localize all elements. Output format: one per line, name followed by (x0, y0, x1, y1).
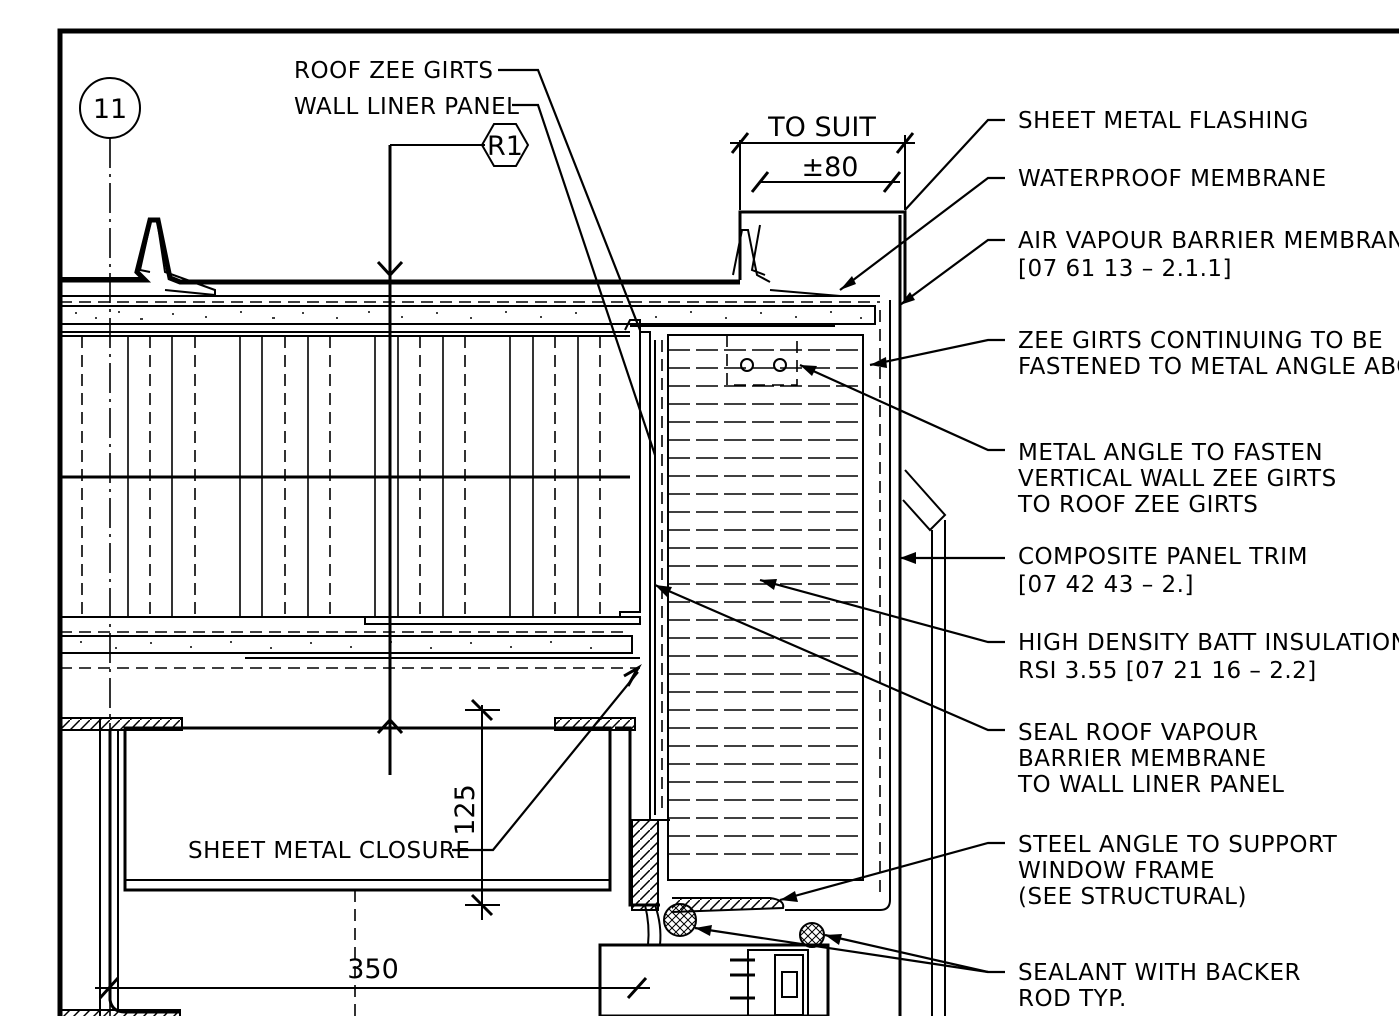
callout-seal-roof-vapour: SEAL ROOF VAPOUR BARRIER MEMBRANE TO WAL… (654, 583, 1284, 798)
callout-text: TO WALL LINER PANEL (1017, 772, 1284, 798)
callout-text: SEAL ROOF VAPOUR (1018, 720, 1259, 746)
dimension-to-suit-label: TO SUIT (767, 112, 876, 143)
section-cut-r1: R1 (376, 123, 530, 775)
drawing-border (57, 28, 1399, 1016)
steel-beam (59, 717, 660, 1016)
callout-text: METAL ANGLE TO FASTEN (1018, 440, 1323, 466)
callout-text: HIGH DENSITY BATT INSULATION (1018, 630, 1399, 656)
callout-text: BARRIER MEMBRANE (1018, 746, 1267, 772)
dimension-125-label: 125 (450, 784, 481, 836)
callout-composite-panel-trim: COMPOSITE PANEL TRIM [07 42 43 – 2.] (900, 544, 1308, 598)
callout-waterproof-membrane: WATERPROOF MEMBRANE (839, 166, 1327, 291)
callout-zee-girts-continuing: ZEE GIRTS CONTINUING TO BE FASTENED TO M… (869, 328, 1399, 380)
label-roof-zee-girts: ROOF ZEE GIRTS (294, 58, 493, 84)
callout-text: RSI 3.55 [07 21 16 – 2.2] (1018, 658, 1317, 684)
dimension-to-suit: TO SUIT (730, 112, 915, 210)
callout-text: WINDOW FRAME (1018, 858, 1215, 884)
roof-assembly (59, 217, 880, 669)
wall-assembly (598, 210, 947, 1016)
callout-text: VERTICAL WALL ZEE GIRTS (1018, 466, 1337, 492)
callout-steel-angle: STEEL ANGLE TO SUPPORT WINDOW FRAME (SEE… (779, 832, 1338, 910)
callout-text: SHEET METAL FLASHING (1018, 108, 1309, 134)
backer-rod-right (799, 922, 825, 948)
callout-text: ZEE GIRTS CONTINUING TO BE (1018, 328, 1383, 354)
callout-text: SEALANT WITH BACKER (1018, 960, 1301, 986)
callout-sealant-backer-rod: SEALANT WITH BACKER ROD TYP. (694, 925, 1301, 1012)
callout-text: (SEE STRUCTURAL) (1018, 884, 1247, 910)
dimension-125: 125 (450, 698, 500, 920)
callout-text: STEEL ANGLE TO SUPPORT (1018, 832, 1338, 858)
callout-batt-insulation: HIGH DENSITY BATT INSULATION RSI 3.55 [0… (759, 578, 1399, 684)
callout-text: [07 42 43 – 2.] (1018, 572, 1194, 598)
label-wall-liner-panel: WALL LINER PANEL (294, 94, 519, 120)
left-labels: ROOF ZEE GIRTS WALL LINER PANEL SHEET ME… (188, 58, 657, 864)
callout-text: COMPOSITE PANEL TRIM (1018, 544, 1308, 570)
callout-text: TO ROOF ZEE GIRTS (1017, 492, 1258, 518)
callout-text: AIR VAPOUR BARRIER MEMBRANE (1018, 228, 1399, 254)
section-tag-label: R1 (487, 131, 523, 162)
dimension-350-label: 350 (347, 954, 399, 985)
backer-rod-left (663, 903, 697, 937)
callout-sheet-metal-flashing: SHEET METAL FLASHING (904, 108, 1309, 211)
callout-text: FASTENED TO METAL ANGLE ABOVE (1018, 354, 1399, 380)
label-sheet-metal-closure: SHEET METAL CLOSURE (188, 838, 470, 864)
roof-insulation-layer (59, 305, 876, 325)
batt-insulation (667, 334, 864, 881)
callout-metal-angle: METAL ANGLE TO FASTEN VERTICAL WALL ZEE … (799, 363, 1337, 518)
dimension-tolerance-label: ±80 (802, 152, 859, 183)
callout-air-vapour-barrier: AIR VAPOUR BARRIER MEMBRANE [07 61 13 – … (899, 228, 1399, 306)
callout-text: ROD TYP. (1018, 986, 1127, 1012)
callout-text: [07 61 13 – 2.1.1] (1018, 256, 1232, 282)
sheet-metal-closure-box (123, 726, 612, 892)
dimension-350: 350 (95, 954, 650, 1000)
callout-text: WATERPROOF MEMBRANE (1018, 166, 1327, 192)
window-frame (598, 943, 830, 1016)
grid-bubble-label: 11 (93, 94, 127, 125)
dimension-tolerance: ±80 (750, 152, 902, 193)
